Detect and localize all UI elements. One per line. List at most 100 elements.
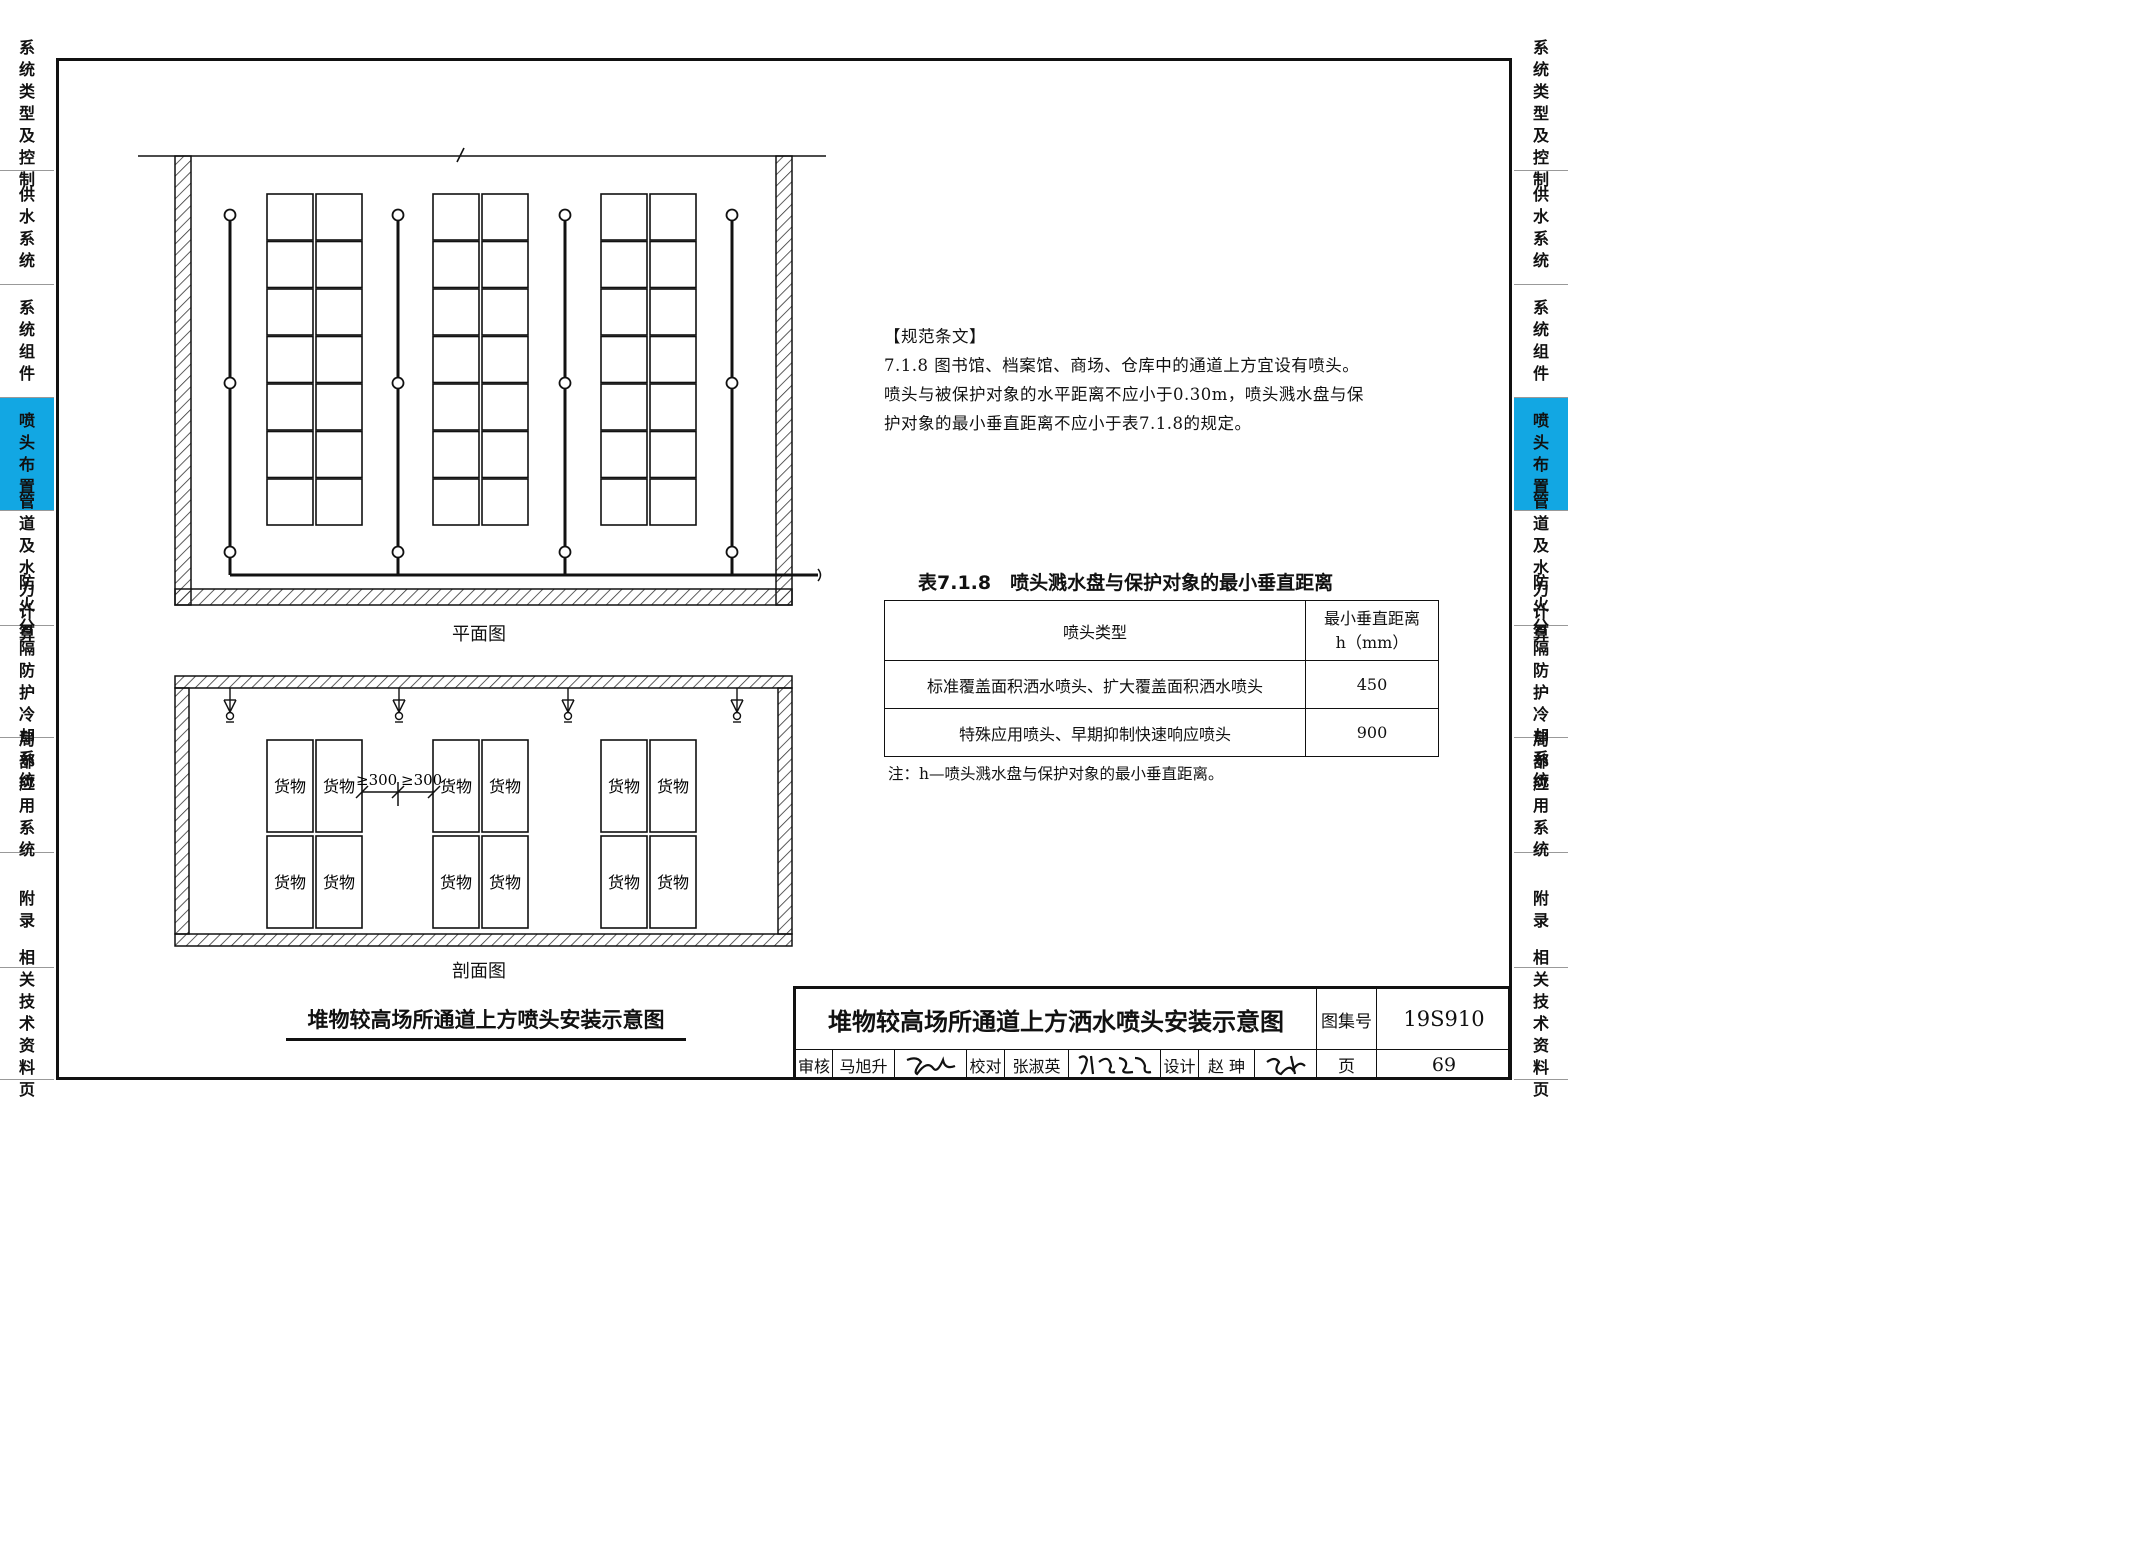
checker-name: 张淑英: [1004, 1049, 1068, 1080]
cargo-label: 货物: [489, 873, 521, 892]
sidebar-tab[interactable]: 喷头布置: [0, 398, 54, 511]
sidebar-tab-label: 防火分隔防护冷却系统: [18, 572, 35, 790]
check-label: 校对: [966, 1049, 1004, 1080]
sprinkler-pipes: [228, 215, 818, 577]
sprinkler-head-icons: [223, 208, 739, 559]
rack-cell: [649, 193, 697, 241]
sidebar-tab[interactable]: 喷头布置: [1514, 398, 1568, 511]
sidebar-tab-label: 管道及水力计算: [18, 492, 35, 643]
table-header-row: 喷头类型 最小垂直距离 h（mm）: [884, 600, 1439, 661]
cargo-box: [266, 835, 314, 929]
rack-cell: [315, 193, 363, 241]
title-block-divider: [796, 1049, 1508, 1050]
sidebar-tab[interactable]: 相关技术资料页: [1514, 948, 1568, 1099]
cargo-label: 货物: [657, 873, 689, 892]
rack-cell: [649, 335, 697, 384]
row-type: 标准覆盖面积洒水喷头、扩大覆盖面积洒水喷头: [884, 660, 1306, 709]
row-type: 特殊应用喷头、早期抑制快速响应喷头: [884, 708, 1306, 757]
sidebar-tab-label: 系统类型及控制: [18, 38, 35, 189]
plan-wall-bottom: [174, 588, 793, 606]
rack-cell: [432, 430, 480, 479]
pendent-sprinkler-icon: [730, 688, 744, 723]
table-row: 标准覆盖面积洒水喷头、扩大覆盖面积洒水喷头 450: [884, 660, 1439, 709]
designer-signature: [1254, 1049, 1316, 1080]
rack-cell: [432, 383, 480, 431]
sidebar-tab[interactable]: 系统类型及控制: [1514, 38, 1568, 189]
sidebar-tab[interactable]: 局部应用系统: [0, 730, 54, 859]
rack-cell: [432, 288, 480, 336]
rack-cell: [600, 288, 648, 336]
sidebar-tab-label: 喷头布置: [1532, 411, 1549, 496]
rack-cell: [481, 240, 529, 289]
cargo-box: [649, 835, 697, 929]
header-distance-line1: 最小垂直距离: [1323, 608, 1420, 628]
sidebar-tab[interactable]: 系统组件: [0, 285, 54, 398]
cargo-box: [481, 739, 529, 833]
sidebar-tab[interactable]: 管道及水力计算: [0, 492, 54, 643]
rack-cell: [266, 335, 314, 384]
row-distance: 900: [1305, 708, 1439, 757]
sidebar-tab[interactable]: 局部应用系统: [1514, 730, 1568, 859]
cargo-label: 货物: [440, 873, 472, 892]
sidebar-tab-label: 系统组件: [1532, 298, 1549, 383]
sidebar-tab[interactable]: 防火分隔防护冷却系统: [1514, 573, 1568, 790]
rack-cell: [315, 240, 363, 289]
row-distance: 450: [1305, 660, 1439, 709]
cargo-label: 货物: [274, 777, 306, 796]
pendent-sprinkler-icons: [223, 688, 744, 723]
title-block: 堆物较高场所通道上方洒水喷头安装示意图 图集号 19S910 审核 马旭升 校对…: [793, 986, 1511, 1080]
rack-cell: [600, 478, 648, 526]
clause-heading: 【规范条文】: [884, 327, 986, 346]
title-block-title: 堆物较高场所通道上方洒水喷头安装示意图: [828, 1007, 1284, 1036]
sidebar-tab-label: 相关技术资料页: [18, 947, 35, 1099]
rack-cell: [481, 430, 529, 479]
cargo-box: [481, 835, 529, 929]
sidebar-tab-label: 供水系统: [18, 184, 35, 270]
rack-cell: [432, 478, 480, 526]
cargo-box: [649, 739, 697, 833]
section-floor: [174, 933, 793, 947]
rack-cell: [649, 240, 697, 289]
code-clause: 【规范条文】 7.1.8 图书馆、档案馆、商场、仓库中的通道上方宜设有喷头。 喷…: [884, 322, 1464, 438]
plan-view: [138, 147, 826, 606]
rack-cell: [266, 193, 314, 241]
sidebar-tab[interactable]: 附录: [1514, 853, 1568, 968]
sidebar-tab[interactable]: 防火分隔防护冷却系统: [0, 573, 54, 790]
rack-cell: [266, 430, 314, 479]
section-caption: 剖面图: [452, 961, 506, 982]
sidebar-tab[interactable]: 系统类型及控制: [0, 38, 54, 189]
sidebar-tab[interactable]: 附录: [0, 853, 54, 968]
page-label: 页: [1316, 1049, 1376, 1080]
table-row: 特殊应用喷头、早期抑制快速响应喷头 900: [884, 708, 1439, 757]
rack-cell: [266, 383, 314, 431]
reviewer-signature: [894, 1049, 966, 1080]
table-note: 注：h—喷头溅水盘与保护对象的最小垂直距离。: [888, 765, 1224, 783]
rack-cell: [600, 335, 648, 384]
header-distance-line2: h（mm）: [1335, 632, 1409, 652]
sidebar-tab[interactable]: 管道及水力计算: [1514, 492, 1568, 643]
rack-cell: [649, 478, 697, 526]
pendent-sprinkler-icon: [392, 688, 406, 723]
rack-cell: [432, 193, 480, 241]
cargo-label: 货物: [608, 777, 640, 796]
sidebar-tab-label: 系统组件: [18, 298, 35, 383]
rack-cell: [600, 430, 648, 479]
sidebar-tab[interactable]: 系统组件: [1514, 285, 1568, 398]
sidebar-tab-label: 管道及水力计算: [1532, 492, 1549, 643]
sidebar-tab-label: 局部应用系统: [18, 730, 35, 859]
rack-cell: [600, 193, 648, 241]
clause-line: 护对象的最小垂直距离不应小于表7.1.8的规定。: [884, 414, 1252, 433]
section-wall-left: [174, 687, 190, 935]
sidebar-tab-label: 防火分隔防护冷却系统: [1532, 572, 1549, 790]
cargo-box: [432, 835, 480, 929]
checker-signature: [1068, 1049, 1160, 1080]
atlas-label: 图集号: [1316, 989, 1376, 1049]
rack-cell: [481, 383, 529, 431]
rack-cell: [600, 240, 648, 289]
sidebar-tab-label: 局部应用系统: [1532, 730, 1549, 859]
sidebar-tab-label: 供水系统: [1532, 184, 1549, 270]
sidebar-tab[interactable]: 相关技术资料页: [0, 948, 54, 1099]
sidebar-tab[interactable]: 供水系统: [1514, 171, 1568, 285]
sidebar-tab[interactable]: 供水系统: [0, 171, 54, 285]
sidebar-tab-label: 系统类型及控制: [1532, 38, 1549, 189]
